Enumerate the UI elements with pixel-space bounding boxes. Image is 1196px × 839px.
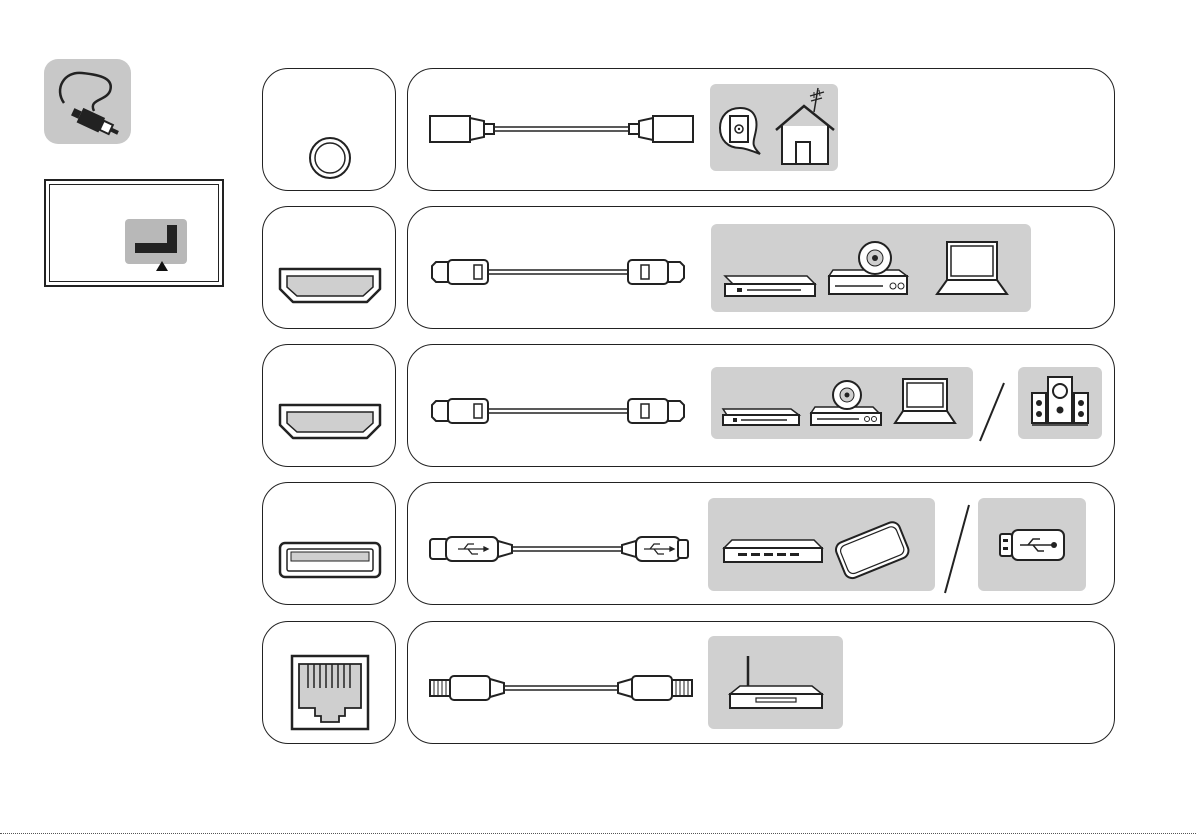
speaker-system-icon xyxy=(1018,367,1102,439)
arrow-up-icon xyxy=(46,181,226,289)
usb-flash-drive-icon xyxy=(978,498,1086,591)
port-card-hdmi-arc xyxy=(262,344,396,467)
device-group-hdmi xyxy=(711,224,1031,312)
hdmi-port-icon xyxy=(263,207,397,330)
coaxial-port-icon xyxy=(263,69,397,192)
port-card-coaxial xyxy=(262,68,396,191)
device-group-antenna xyxy=(710,84,838,171)
ethernet-lan-port-icon xyxy=(263,622,397,745)
laptop-icon xyxy=(711,224,1031,312)
port-card-usb xyxy=(262,482,396,605)
device-group-usb-storage xyxy=(708,498,935,591)
port-card-hdmi xyxy=(262,206,396,329)
bottom-dotted-rule xyxy=(0,833,1196,834)
network-router-icon xyxy=(708,636,843,729)
device-group-hdmi-arc xyxy=(711,367,973,439)
tv-back-panel-diagram xyxy=(44,179,224,287)
plug-cable-icon xyxy=(44,59,131,144)
rooftop-antenna-house-icon xyxy=(710,84,838,171)
usb-port-icon xyxy=(263,483,397,606)
device-group-usb-flash xyxy=(978,498,1086,591)
external-hard-drive-icon xyxy=(708,498,935,591)
device-group-speakers xyxy=(1018,367,1102,439)
port-card-ethernet xyxy=(262,621,396,744)
laptop-icon xyxy=(711,367,973,439)
cable-connection-icon xyxy=(44,59,131,144)
device-group-network xyxy=(708,636,843,729)
hdmi-arc-port-icon xyxy=(263,345,397,468)
